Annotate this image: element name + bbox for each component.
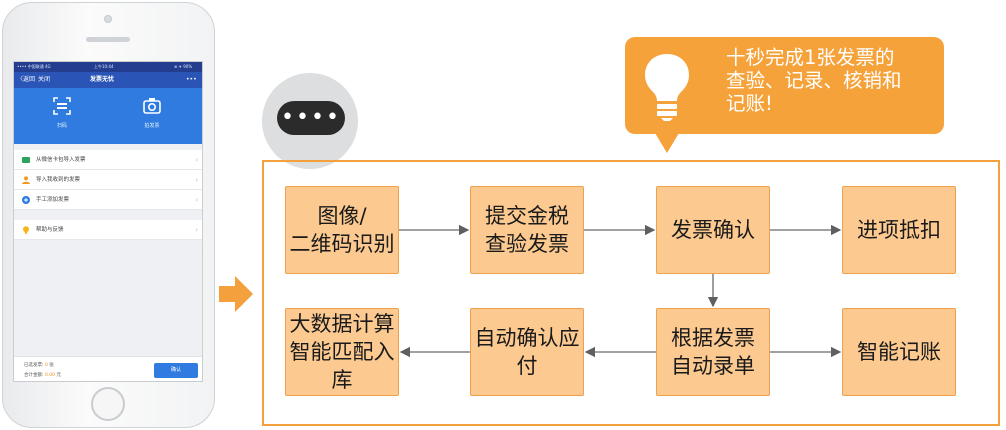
node-line: 智能匹配入库 [289,340,395,392]
selected-value: 0 [44,363,48,368]
confirm-button[interactable]: 确认 [154,363,198,378]
right-arrow-icon [219,276,253,312]
nav-bar: 〈返回 关闭 发票无忧 ••• [14,72,202,88]
node-auto-entry: 根据发票自动录单 [656,308,770,396]
wallet-icon [22,157,30,163]
callout-line: 查验、记录、核销和 [726,69,902,92]
node-line: 自动确认应付 [474,326,580,378]
node-bigdata-matching: 大数据计算智能匹配入库 [285,308,399,396]
node-line: 进项抵扣 [857,218,941,242]
chevron-right-icon: › [195,196,198,204]
node-line: 大数据计算 [289,312,395,336]
scan-button[interactable]: 扫码 [42,96,82,129]
node-smart-bookkeeping: 智能记账 [842,308,956,396]
total-amount: 合计金额: 0.00 元 [24,372,61,378]
selected-count: 已选发票: 0 张 [24,362,54,368]
scan-icon [53,97,71,115]
menu-item-wechat-wallet[interactable]: 从微信卡包导入发票 › [14,150,202,170]
battery-text: ⊕ ✈ 90% [174,64,193,69]
node-line: 智能记账 [857,340,941,364]
menu-item-manual-add[interactable]: 手工添加发票 › [14,190,202,210]
node-line: 二维码识别 [289,232,395,256]
camera-icon [143,98,161,114]
status-time: 上午10:44 [94,64,114,69]
menu-item-help[interactable]: 帮助与反馈 › [14,220,202,240]
total-unit: 元 [56,373,61,378]
phone-speaker [86,37,130,42]
typing-dots: •••• [277,101,345,135]
selected-prefix: 已选发票: [24,363,44,368]
bottom-bar: 已选发票: 0 张 合计金额: 0.00 元 确认 [14,356,202,381]
person-icon [22,176,30,184]
photo-button[interactable]: 拍发票 [132,96,172,129]
action-banner: 扫码 拍发票 [14,88,202,144]
help-menu: 帮助与反馈 › [14,220,202,240]
status-bar: •••• 中国联通 4G 上午10:44 ⊕ ✈ 90% [14,62,202,72]
node-submit-tax-verify: 提交金税查验发票 [470,186,584,274]
back-button[interactable]: 〈返回 [17,76,36,83]
node-auto-confirm-payable: 自动确认应付 [470,308,584,396]
selected-unit: 张 [49,363,54,368]
menu-item-label: 导入我收到的发票 [36,177,81,183]
node-image-qr-recognition: 图像/二维码识别 [285,186,399,274]
node-line: 图像/ [317,204,367,228]
more-button[interactable]: ••• [186,76,197,83]
carrier-text: •••• 中国联通 4G [17,64,51,69]
close-button[interactable]: 关闭 [38,76,51,83]
callout-tail [655,133,679,153]
chevron-right-icon: › [195,226,198,234]
callout-line: 记账! [726,92,773,115]
callout-text: 十秒完成1张发票的 查验、记录、核销和 记账! [726,46,941,115]
home-button [91,387,125,421]
phone-screen: •••• 中国联通 4G 上午10:44 ⊕ ✈ 90% 〈返回 关闭 发票无忧… [13,61,203,382]
node-invoice-confirm: 发票确认 [656,186,770,274]
node-line: 提交金税 [485,204,569,228]
menu-item-label: 帮助与反馈 [36,227,64,233]
import-menu: 从微信卡包导入发票 › 导入我收到的发票 › 手工添加发票 › [14,150,202,210]
lightbulb-icon [645,54,689,121]
node-line: 自动录单 [671,354,755,378]
menu-item-received[interactable]: 导入我收到的发票 › [14,170,202,190]
plus-circle-icon [22,196,30,204]
chevron-right-icon: › [195,176,198,184]
node-line: 查验发票 [485,232,569,256]
node-line: 发票确认 [671,218,755,242]
nav-title: 发票无忧 [90,76,115,83]
scan-label: 扫码 [56,123,67,129]
node-input-deduction: 进项抵扣 [842,186,956,274]
chevron-right-icon: › [195,156,198,164]
node-line: 根据发票 [671,326,755,350]
menu-item-label: 从微信卡包导入发票 [36,157,86,163]
total-value: 0.00 [44,373,55,378]
callout-line: 十秒完成1张发票的 [726,46,895,69]
front-camera [104,15,112,23]
menu-item-label: 手工添加发票 [36,197,70,203]
lightbulb-icon [23,226,29,234]
total-prefix: 合计金额: [24,373,44,378]
process-frame [262,160,1000,426]
photo-label: 拍发票 [144,123,160,129]
